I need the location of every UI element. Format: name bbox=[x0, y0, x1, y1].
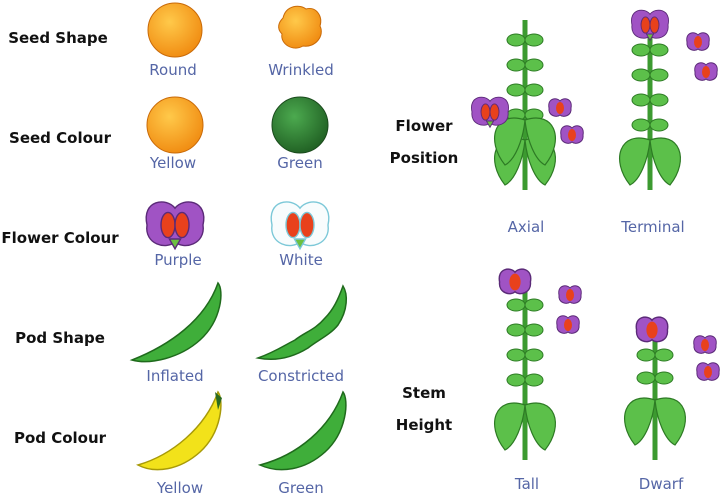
flower-position-line2: Position bbox=[389, 149, 459, 167]
option-yellow-pod: Yellow bbox=[156, 479, 204, 495]
constricted-pod bbox=[255, 284, 348, 360]
yellow-seed bbox=[146, 96, 204, 154]
seed-shape-label: Seed Shape bbox=[8, 29, 108, 47]
green-pod bbox=[257, 390, 347, 471]
option-inflated: Inflated bbox=[146, 367, 204, 385]
inflated-pod bbox=[129, 281, 222, 363]
option-axial: Axial bbox=[507, 218, 545, 236]
option-constricted: Constricted bbox=[257, 367, 345, 385]
option-tall: Tall bbox=[514, 475, 540, 493]
stem-height-line2: Height bbox=[395, 416, 453, 434]
seed-colour-label: Seed Colour bbox=[9, 129, 111, 147]
stem-height-line1: Stem bbox=[402, 384, 446, 402]
option-white: White bbox=[279, 251, 323, 269]
tall-plant bbox=[493, 268, 582, 460]
option-purple: Purple bbox=[154, 251, 202, 269]
flower-colour-label: Flower Colour bbox=[1, 229, 119, 247]
flower-position-line1: Flower bbox=[395, 117, 453, 135]
option-yellow-seed: Yellow bbox=[149, 154, 197, 172]
option-dwarf: Dwarf bbox=[638, 475, 684, 493]
option-wrinkled: Wrinkled bbox=[268, 61, 334, 79]
option-green-pod: Green bbox=[278, 479, 324, 495]
purple-flower bbox=[145, 201, 205, 250]
green-seed bbox=[271, 96, 329, 154]
white-flower bbox=[270, 201, 330, 250]
pod-shape-label: Pod Shape bbox=[15, 329, 105, 347]
option-round: Round bbox=[149, 61, 197, 79]
yellow-pod bbox=[136, 390, 222, 471]
dwarf-plant bbox=[623, 316, 720, 460]
option-green-seed: Green bbox=[277, 154, 323, 172]
wrinkled-seed bbox=[278, 5, 322, 49]
pod-colour-label: Pod Colour bbox=[13, 429, 107, 447]
option-terminal: Terminal bbox=[621, 218, 685, 236]
terminal-plant bbox=[618, 9, 718, 190]
axial-plant bbox=[471, 20, 584, 190]
round-seed bbox=[147, 2, 203, 58]
